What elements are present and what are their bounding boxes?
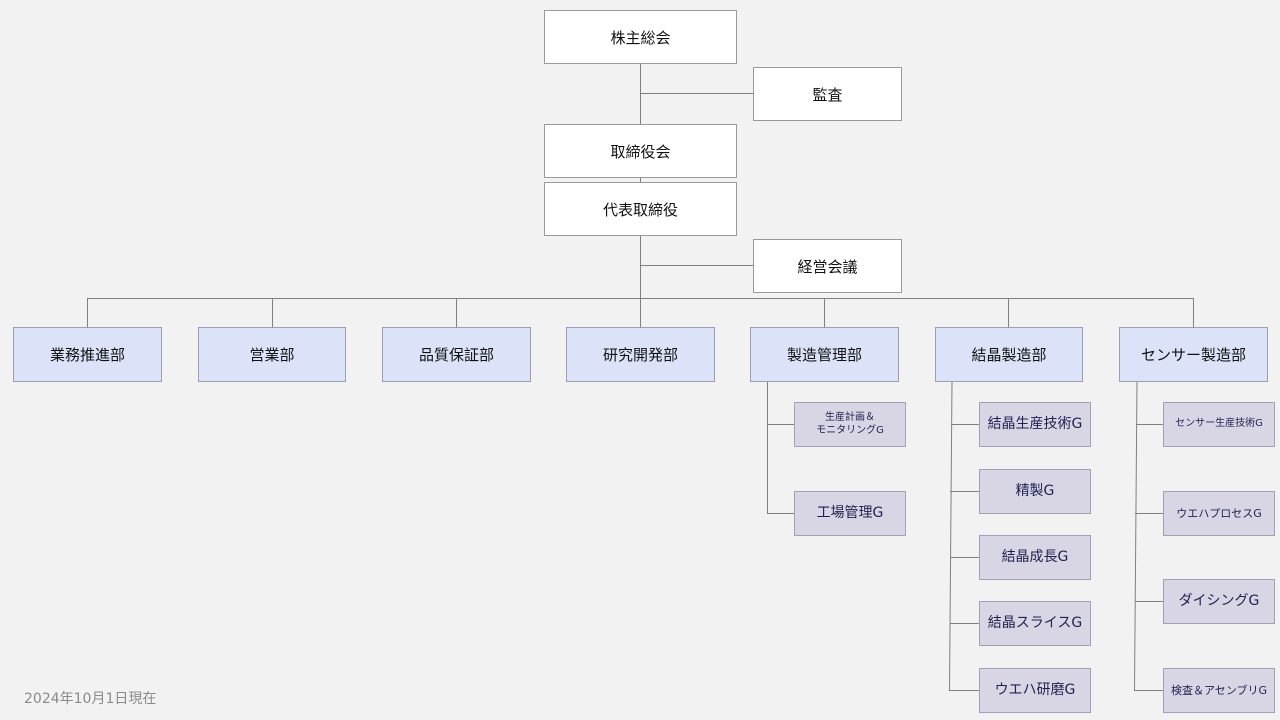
group-label: 精製G	[1015, 482, 1055, 499]
group-production-planning-monitoring: 生産計画＆ モニタリングG	[794, 402, 906, 447]
group-label: 生産計画＆ モニタリングG	[816, 412, 884, 436]
group-label: ダイシングG	[1178, 592, 1260, 609]
audit-label: 監査	[812, 85, 843, 104]
group-label: 工場管理G	[816, 504, 884, 521]
group-inspection-assembly: 検査＆アセンブリG	[1163, 668, 1275, 713]
department-research-development: 研究開発部	[566, 327, 715, 382]
representative-director-label: 代表取締役	[602, 200, 678, 219]
group-crystal-production-tech: 結晶生産技術G	[979, 402, 1091, 447]
board-of-directors-box: 取締役会	[544, 124, 737, 178]
group-label: ウエハプロセスG	[1176, 506, 1262, 520]
as-of-date: 2024年10月1日現在	[24, 691, 157, 707]
group-label: 結晶スライスG	[987, 614, 1083, 631]
department-manufacturing-management: 製造管理部	[750, 327, 899, 382]
department-sensor-manufacturing: センサー製造部	[1119, 327, 1268, 382]
group-crystal-growth: 結晶成長G	[979, 535, 1091, 580]
group-label: 結晶成長G	[1001, 548, 1069, 565]
department-label: 研究開発部	[602, 346, 678, 364]
management-meeting-label: 経営会議	[797, 257, 858, 276]
department-label: 品質保証部	[418, 346, 494, 364]
group-label: ウエハ研磨G	[994, 681, 1076, 698]
group-factory-management: 工場管理G	[794, 491, 906, 536]
department-label: 営業部	[249, 346, 295, 364]
group-sensor-production-tech: センサー生産技術G	[1163, 402, 1275, 447]
department-label: 結晶製造部	[971, 346, 1047, 364]
group-crystal-slicing: 結晶スライスG	[979, 601, 1091, 646]
department-label: 業務推進部	[49, 346, 125, 364]
audit-box: 監査	[753, 67, 902, 121]
department-sales: 営業部	[198, 327, 346, 382]
board-of-directors-label: 取締役会	[610, 142, 671, 161]
shareholders-meeting-box: 株主総会	[544, 10, 737, 64]
group-label: センサー生産技術G	[1175, 418, 1263, 430]
group-label: 結晶生産技術G	[987, 415, 1083, 432]
group-dicing: ダイシングG	[1163, 579, 1275, 624]
group-wafer-process: ウエハプロセスG	[1163, 491, 1275, 536]
department-label: 製造管理部	[786, 346, 862, 364]
representative-director-box: 代表取締役	[544, 182, 737, 236]
shareholders-meeting-label: 株主総会	[610, 28, 671, 47]
department-crystal-manufacturing: 結晶製造部	[935, 327, 1083, 382]
department-business-promotion: 業務推進部	[13, 327, 162, 382]
group-label: 検査＆アセンブリG	[1171, 683, 1267, 697]
department-label: センサー製造部	[1140, 346, 1246, 364]
management-meeting-box: 経営会議	[753, 239, 902, 293]
group-refining: 精製G	[979, 469, 1091, 514]
group-wafer-polishing: ウエハ研磨G	[979, 668, 1091, 713]
department-quality-assurance: 品質保証部	[382, 327, 531, 382]
